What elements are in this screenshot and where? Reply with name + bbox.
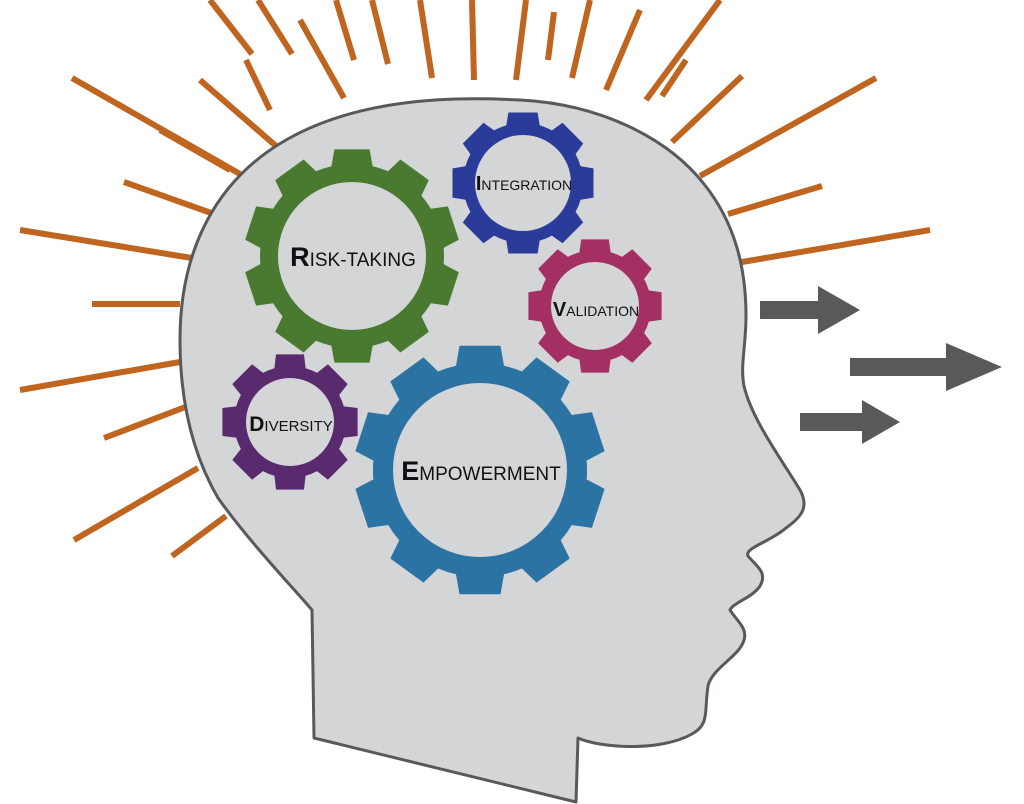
- gear-label-validation: VALIDATION: [553, 299, 639, 321]
- ray-line: [207, 0, 255, 56]
- right-arrow-icon: [760, 286, 860, 334]
- ray-line: [603, 8, 643, 92]
- gears-group: [222, 112, 662, 595]
- gear-label-rest: IVERSITY: [264, 418, 332, 435]
- ray-line: [170, 513, 228, 559]
- gear-label-risk-taking: RISK-TAKING: [290, 242, 416, 272]
- gear-label-initial: V: [553, 299, 567, 321]
- ray-line: [333, 0, 357, 61]
- ray-line: [243, 58, 273, 112]
- gear-validation: [528, 239, 662, 373]
- ray-line: [158, 127, 232, 173]
- ray-line: [669, 73, 745, 145]
- gear-integration: [452, 112, 594, 254]
- output-arrows: [760, 286, 1002, 444]
- gear-label-initial: D: [249, 413, 264, 436]
- ray-line: [727, 183, 823, 217]
- gear-label-integration: INTEGRATION: [476, 173, 572, 195]
- ray-line: [198, 77, 278, 149]
- gear-diversity: [222, 354, 358, 490]
- ray-line: [569, 0, 593, 79]
- ray-line: [102, 403, 190, 441]
- ray-line: [19, 359, 181, 393]
- gear-label-diversity: DIVERSITY: [249, 413, 333, 436]
- gear-label-rest: MPOWERMENT: [419, 464, 561, 485]
- ray-line: [741, 227, 931, 265]
- gear-label-rest: ISK-TAKING: [310, 250, 416, 271]
- ray-line: [19, 227, 193, 261]
- ray-line: [417, 0, 435, 79]
- radiating-rays: [19, 0, 931, 559]
- ray-line: [513, 0, 529, 81]
- ray-line: [643, 0, 723, 102]
- gear-empowerment: [355, 345, 605, 595]
- ray-line: [659, 58, 689, 98]
- ray-line: [255, 0, 295, 56]
- ray-line: [469, 0, 477, 81]
- head-silhouette: [178, 97, 806, 804]
- ray-line: [545, 11, 557, 61]
- gear-risk-taking: [245, 149, 459, 363]
- gear-label-rest: ALIDATION: [566, 303, 639, 319]
- ray-line: [122, 179, 216, 217]
- gear-label-initial: I: [476, 173, 482, 195]
- ray-line: [698, 75, 878, 179]
- right-arrow-icon: [800, 400, 900, 444]
- ray-line: [297, 18, 347, 100]
- gear-label-empowerment: EMPOWERMENT: [401, 456, 561, 486]
- ray-line: [72, 465, 200, 543]
- ray-line: [369, 0, 391, 65]
- gear-label-initial: R: [290, 242, 310, 272]
- right-arrow-icon: [850, 343, 1002, 391]
- gear-label-initial: E: [401, 456, 419, 486]
- gear-label-rest: NTEGRATION: [481, 177, 572, 193]
